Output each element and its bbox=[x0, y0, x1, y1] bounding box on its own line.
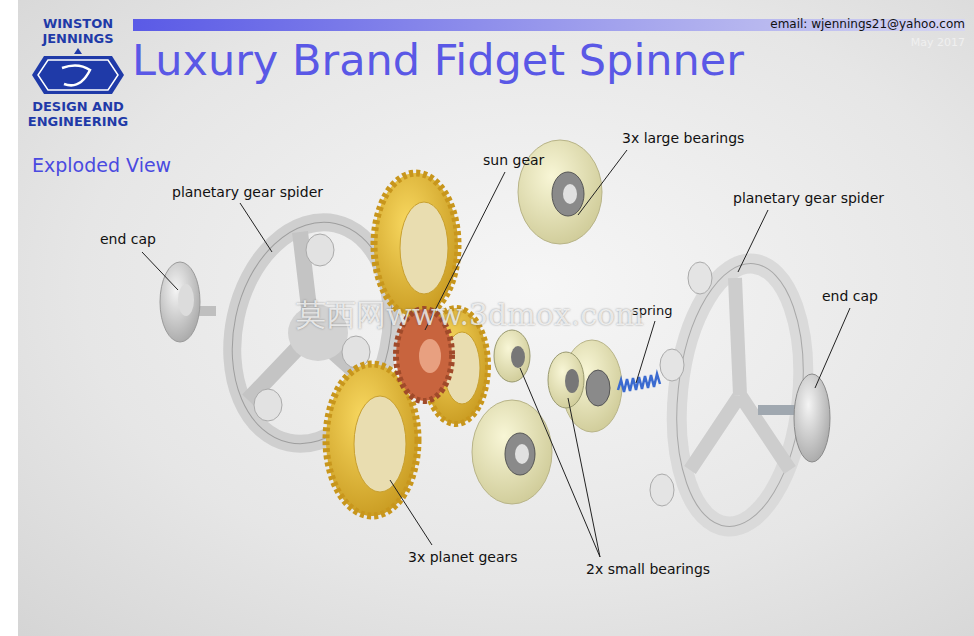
part-label: 2x small bearings bbox=[586, 561, 766, 577]
part-label: 3x planet gears bbox=[408, 549, 568, 565]
left-margin bbox=[0, 0, 18, 636]
small-bearings bbox=[494, 330, 584, 408]
view-heading: Exploded View bbox=[32, 155, 232, 177]
date-note: May 2017 bbox=[765, 37, 965, 50]
part-label: sun gear bbox=[483, 152, 583, 168]
end-cap bbox=[160, 262, 216, 342]
part-label: end cap bbox=[100, 231, 190, 247]
planetary-gear-spider bbox=[650, 257, 815, 533]
part-label: planetary gear spider bbox=[733, 190, 933, 206]
part-label: planetary gear spider bbox=[172, 184, 372, 200]
part-label: 3x large bearings bbox=[622, 130, 822, 146]
logo-text: DESIGN AND ENGINEERING bbox=[24, 100, 132, 130]
leader-lines bbox=[142, 150, 850, 557]
planet-gears bbox=[326, 173, 488, 516]
part-label: spring bbox=[632, 304, 712, 319]
part-label: end cap bbox=[822, 288, 912, 304]
contact-email: email: wjennings21@yahoo.com bbox=[665, 18, 965, 32]
logo-badge bbox=[32, 48, 124, 94]
end-cap bbox=[758, 374, 830, 462]
logo-text: WINSTON JENNINGS bbox=[28, 17, 128, 47]
spring bbox=[618, 374, 660, 392]
page-title: Luxury Brand Fidget Spinner bbox=[132, 36, 744, 85]
watermark: 莫西网www.3dmox.com bbox=[296, 298, 696, 333]
header-bar bbox=[133, 19, 965, 31]
